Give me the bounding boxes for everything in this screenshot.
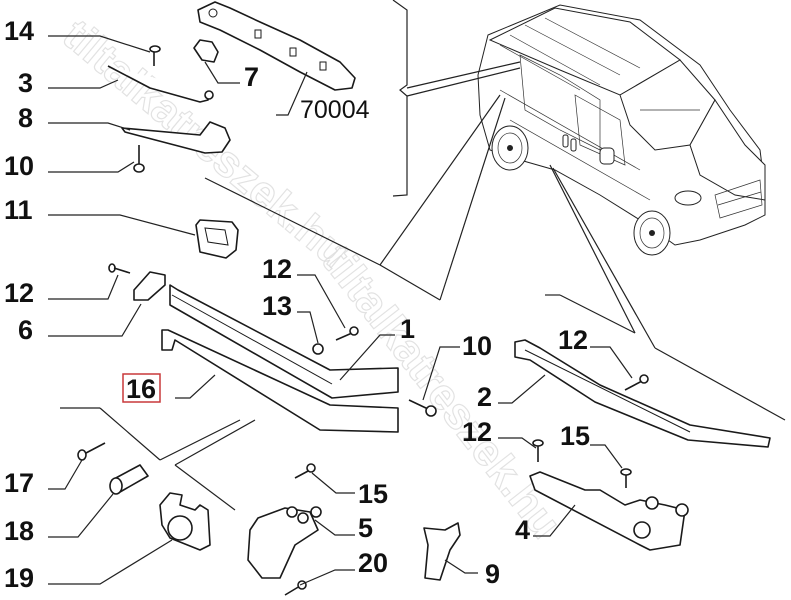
- part-15-screw-middle: [294, 463, 316, 479]
- part-18-bushing: [109, 464, 149, 495]
- callout-16[interactable]: 16: [126, 374, 156, 404]
- callout-10-upper[interactable]: 10: [4, 151, 34, 181]
- part-2-lower-track: [514, 339, 771, 448]
- callout-18[interactable]: 18: [4, 516, 34, 546]
- van-illustration: [477, 4, 766, 256]
- callout-2[interactable]: 2: [477, 382, 492, 412]
- callout-14[interactable]: 14: [4, 16, 34, 46]
- callout-8[interactable]: 8: [18, 103, 33, 133]
- part-12-screw-right: [624, 374, 649, 391]
- callout-70004[interactable]: 70004: [300, 96, 370, 124]
- part-17-screw: [77, 442, 106, 461]
- front-wheel: [633, 210, 671, 256]
- callout-13[interactable]: 13: [262, 291, 292, 321]
- callout-16-highlight: [122, 373, 161, 403]
- callout-17[interactable]: 17: [4, 468, 34, 498]
- callout-11[interactable]: 11: [4, 195, 33, 225]
- part-8-guide: [121, 121, 231, 154]
- callout-9[interactable]: 9: [485, 559, 500, 589]
- part-14-screw: [149, 45, 161, 66]
- callout-19[interactable]: 19: [4, 563, 34, 593]
- callout-3[interactable]: 3: [18, 68, 33, 98]
- callout-5[interactable]: 5: [358, 513, 373, 543]
- callout-12-lower[interactable]: 12: [462, 417, 492, 447]
- part-20-screw: [284, 580, 307, 596]
- part-10-bolt-lower: [408, 399, 437, 417]
- part-12-screw-middle: [335, 326, 359, 341]
- part-4-roller-arm: [529, 471, 689, 551]
- part-13-nut: [312, 343, 324, 355]
- callout-7[interactable]: 7: [244, 62, 259, 92]
- part-7-block: [193, 39, 219, 63]
- callouts: 14 3 8 10 11 12 6 16 17 18 19 7 70004 12…: [4, 16, 590, 593]
- part-11-cover: [195, 219, 239, 259]
- part-10-bolt-upper: [133, 145, 145, 173]
- part-5-roller-bracket: [247, 506, 322, 579]
- callout-15-middle[interactable]: 15: [358, 479, 388, 509]
- part-16-seal: [161, 329, 399, 433]
- group-brackets: [60, 0, 786, 511]
- callout-6[interactable]: 6: [18, 315, 33, 345]
- part-1-upper-track: [169, 284, 399, 399]
- callout-10-lower[interactable]: 10: [462, 331, 492, 361]
- part-70004-reinforcement: [197, 1, 356, 91]
- callout-20[interactable]: 20: [358, 548, 388, 578]
- part-6-clip: [133, 271, 166, 301]
- part-19-plate: [159, 492, 211, 551]
- callout-1[interactable]: 1: [400, 314, 415, 344]
- callout-12-left[interactable]: 12: [4, 278, 34, 308]
- leader-lines: [48, 35, 633, 586]
- part-12-screw-lower: [532, 439, 544, 462]
- callout-4[interactable]: 4: [515, 515, 530, 545]
- part-15-screw-right: [620, 468, 632, 488]
- part-3-arm: [107, 65, 214, 103]
- part-12-screw-left: [108, 263, 131, 274]
- callout-15-right[interactable]: 15: [560, 421, 590, 451]
- callout-12-middle[interactable]: 12: [262, 254, 292, 284]
- callout-12-right[interactable]: 12: [558, 325, 588, 355]
- rear-wheel: [491, 125, 529, 171]
- part-9-hinge-piece: [423, 522, 461, 581]
